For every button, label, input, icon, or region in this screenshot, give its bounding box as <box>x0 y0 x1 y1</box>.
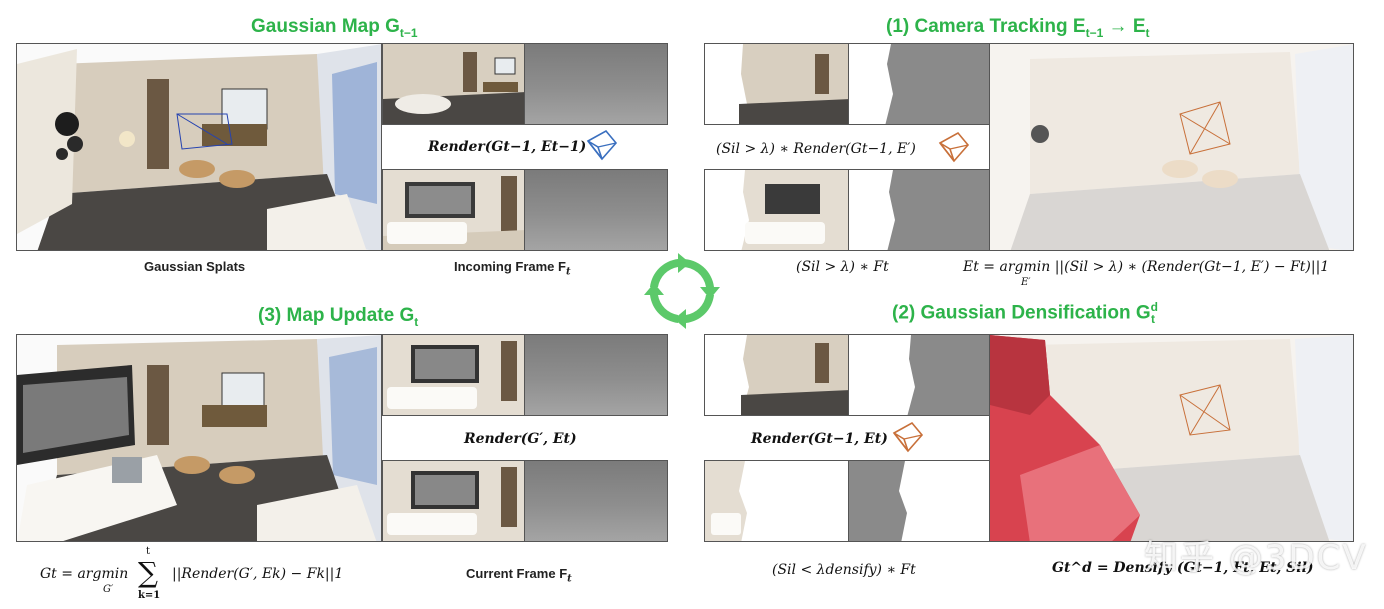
tracking-masked-rgb <box>704 43 849 125</box>
caption-gaussian-splats: Gaussian Splats <box>144 259 246 274</box>
render-prev-rgb <box>382 43 525 125</box>
camera-frustum-icon <box>586 129 618 161</box>
caption-incoming-frame: Incoming Frame Ft <box>454 259 571 278</box>
camera-frustum-icon <box>938 131 970 163</box>
tracking-masked-depth <box>848 43 990 125</box>
densify-mask-rgb <box>704 460 849 542</box>
gaussian-splats-panel <box>16 43 382 251</box>
densify-mask-depth <box>848 460 990 542</box>
render-prev-depth <box>524 43 668 125</box>
camera-frustum-icon <box>892 421 924 453</box>
render-tracking-label: (Sil > λ) ∗ Render(Gt−1, E′) <box>716 141 916 157</box>
tracking-equation: Et = argmin ||(Sil > λ) ∗ (Render(Gt−1, … <box>963 259 1330 275</box>
gaussian-splats-render <box>17 44 381 250</box>
dens-render-rgb <box>704 334 849 416</box>
current-frame-rgb <box>382 460 525 542</box>
title-map-update: (3) Map Update Gt <box>258 305 419 329</box>
sil-densify-label: (Sil < λdensify) ∗ Ft <box>772 562 916 578</box>
update-equation-rhs: ||Render(G′, Ek) − Fk||1 <box>172 566 344 582</box>
render-update-label: Render(G′, Et) <box>464 431 577 447</box>
tracking-equation-under: E′ <box>1021 277 1031 288</box>
densify-equation: Gt^d = Densify (Gt−1, Ft, Et, Sil) <box>1052 560 1314 576</box>
update-equation-sum-bottom: k=1 <box>138 590 161 601</box>
densified-gaussians-panel <box>989 334 1354 542</box>
render-update-depth <box>524 334 668 416</box>
cycle-arrows-icon <box>644 253 720 329</box>
watermark: 知乎 @3DCV <box>1144 538 1368 578</box>
update-equation-lhs: Gt = argmin <box>40 566 129 582</box>
tracking-sil-depth <box>848 169 990 251</box>
incoming-frame-depth <box>524 169 668 251</box>
render-update-rgb <box>382 334 525 416</box>
caption-current-frame: Current Frame Ft <box>466 566 572 585</box>
map-update-panel <box>16 334 382 542</box>
sil-ft-label: (Sil > λ) ∗ Ft <box>796 259 889 275</box>
update-equation-sum-top: t <box>146 546 151 557</box>
tracking-sil-rgb <box>704 169 849 251</box>
render-dens-label: Render(Gt−1, Et) <box>751 431 888 447</box>
tracking-scene-panel <box>989 43 1354 251</box>
current-frame-depth <box>524 460 668 542</box>
dens-render-depth <box>848 334 990 416</box>
update-equation-under: G′ <box>103 584 114 595</box>
summation-symbol: ∑ <box>138 556 158 589</box>
title-camera-tracking: (1) Camera Tracking Et−1 → Et <box>886 16 1150 40</box>
title-gaussian-map: Gaussian Map Gt−1 <box>251 16 418 40</box>
title-densification: (2) Gaussian Densification Gdt <box>892 300 1159 327</box>
render-prev-label: Render(Gt−1, Et−1) <box>428 139 587 155</box>
incoming-frame-rgb <box>382 169 525 251</box>
